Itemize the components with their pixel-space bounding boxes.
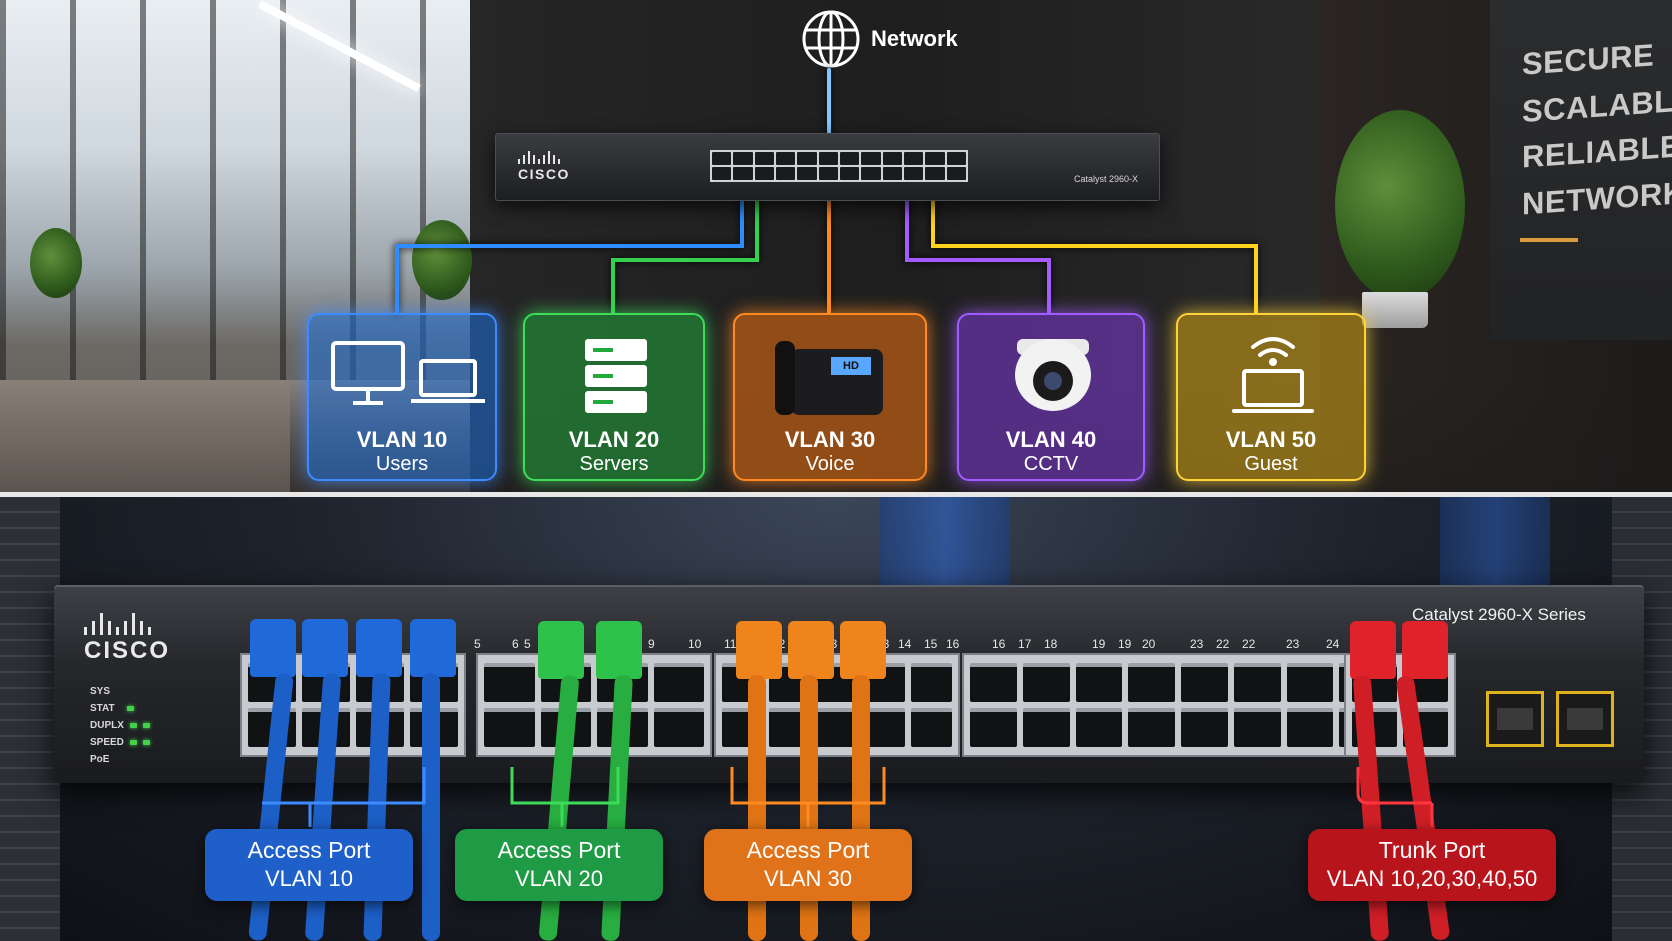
switch-model: Catalyst 2960-X	[1074, 174, 1139, 184]
network-label: Network	[871, 26, 958, 51]
phone-screen: HD	[831, 357, 871, 375]
port-number: 9	[648, 637, 655, 651]
globe-icon	[802, 10, 860, 68]
port-label-vlan: VLAN 10,20,30,40,50	[1326, 866, 1538, 891]
plant-pot	[1362, 292, 1428, 328]
top-network-switch: CISCO Catalyst 2960-X	[495, 133, 1160, 201]
port-number: 20	[1142, 637, 1156, 651]
vlan-subtitle: Users	[375, 453, 429, 475]
led-label: SYS	[90, 686, 111, 697]
port-number: 10	[688, 637, 702, 651]
vlan-card-20: VLAN 20 Servers	[523, 313, 705, 481]
port-number: 23	[1190, 637, 1204, 651]
port-number: 19	[1092, 637, 1106, 651]
port-number: 17	[1018, 637, 1032, 651]
main-network-switch: CISCO Catalyst 2960-X Series SYS STAT DU…	[54, 585, 1644, 783]
vlan-connector-lines	[395, 68, 1258, 315]
led-row: SPEED	[90, 737, 150, 748]
port-label-type: Access Port	[746, 837, 870, 863]
wifi-laptop-icon	[1232, 337, 1314, 413]
divider	[0, 492, 1672, 497]
sfp-port	[1556, 691, 1614, 747]
vlan-card-30: HD VLAN 30 Voice	[733, 313, 927, 481]
port-number: 15	[924, 637, 938, 651]
top-office-scene: SECURE SCALABLE RELIABLE NETWORKS Networ…	[0, 0, 1672, 492]
port-label-type: Access Port	[497, 837, 621, 863]
switch-brand: CISCO	[84, 637, 171, 664]
port-number: 22	[1216, 637, 1230, 651]
cisco-logo: CISCO	[84, 613, 170, 665]
vlan-subtitle: CCTV	[1023, 453, 1079, 475]
port-number: 11	[724, 637, 737, 651]
slogan-accent	[1520, 238, 1578, 242]
vlan-card-10: VLAN 10 Users	[307, 313, 497, 481]
ip-phone-icon: HD	[735, 331, 925, 421]
port-label-type: Access Port	[247, 837, 371, 863]
led-row: STAT	[90, 703, 134, 714]
vlan-title: VLAN 40	[1005, 427, 1097, 452]
port-number: 24	[1326, 637, 1340, 651]
switch-ports	[710, 150, 968, 182]
switch-model: Catalyst 2960-X Series	[1412, 605, 1586, 624]
vlan-title: VLAN 20	[568, 427, 660, 452]
led-row: SYS	[90, 686, 110, 697]
port-number: 5	[524, 637, 531, 651]
slogan-panel: SECURE SCALABLE RELIABLE NETWORKS	[1490, 0, 1672, 340]
port-group-4	[962, 653, 1394, 757]
port-label-vlan: VLAN 10	[264, 866, 354, 891]
port-label-access-vlan10: Access Port VLAN 10	[205, 829, 413, 901]
led-row: PoE	[90, 754, 109, 765]
led-label: STAT	[90, 703, 115, 714]
server-icon	[585, 339, 647, 413]
port-number: 19	[1118, 637, 1132, 651]
port-label-trunk: Trunk Port VLAN 10,20,30,40,50	[1308, 829, 1556, 901]
vlan-title: VLAN 30	[784, 427, 876, 452]
cisco-logo: CISCO	[518, 150, 570, 182]
background-cables	[880, 497, 1010, 587]
vlan-subtitle: Servers	[579, 453, 649, 475]
port-label-access-vlan20: Access Port VLAN 20	[455, 829, 663, 901]
port-number: 5	[474, 637, 481, 651]
vlan-subtitle: Guest	[1244, 453, 1298, 475]
vlan-title: VLAN 10	[356, 427, 448, 452]
phone-handset	[775, 341, 795, 415]
port-bracket-lines	[262, 767, 1434, 827]
monitor-laptop-icon	[331, 341, 485, 405]
port-number: 22	[1242, 637, 1256, 651]
cisco-bars-icon	[84, 613, 170, 635]
vlan-card-50: VLAN 50 Guest	[1176, 313, 1366, 481]
port-number: 16	[992, 637, 1006, 651]
port-number: 14	[898, 637, 912, 651]
port-number: 16	[946, 637, 960, 651]
port-label-vlan: VLAN 30	[763, 866, 853, 891]
rack-left	[0, 497, 60, 941]
port-number: 23	[1286, 637, 1300, 651]
led-label: SPEED	[90, 737, 124, 748]
port-number: 6	[512, 637, 519, 651]
plant-far-left	[30, 228, 82, 298]
port-label-vlan: VLAN 20	[514, 866, 604, 891]
led-row: DUPLX	[90, 720, 150, 731]
vlan-card-40: VLAN 40 CCTV	[957, 313, 1145, 481]
camera-icon	[1015, 339, 1091, 411]
vlan-subtitle: Voice	[805, 453, 855, 475]
led-label: DUPLX	[90, 720, 124, 731]
switch-brand: CISCO	[518, 166, 570, 182]
background-cables	[1440, 497, 1550, 587]
led-label: PoE	[90, 754, 110, 765]
port-label-type: Trunk Port	[1378, 837, 1486, 863]
sfp-port	[1486, 691, 1544, 747]
plant-left	[412, 220, 472, 300]
port-label-access-vlan30: Access Port VLAN 30	[704, 829, 912, 901]
plant	[1335, 110, 1465, 300]
vlan-title: VLAN 50	[1225, 427, 1317, 452]
cisco-bars-icon	[518, 150, 570, 164]
port-number: 18	[1044, 637, 1058, 651]
